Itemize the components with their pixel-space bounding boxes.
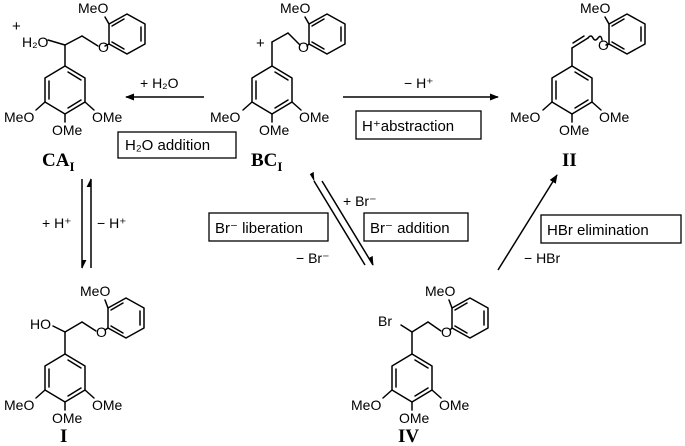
reagent-plus-proton: + H⁺: [42, 215, 72, 231]
bc-ether-oxygen: O: [298, 39, 309, 55]
label-h2o-addition: H₂O addition: [125, 137, 210, 154]
structure-i: [35, 297, 145, 411]
iv-ether-oxygen: O: [441, 324, 452, 340]
ii-methoxy-left: MeO: [510, 109, 540, 125]
compound-label-bc: BCI: [251, 150, 282, 174]
ca-methoxy-right: OMe: [92, 109, 123, 125]
iv-methoxy-para: OMe: [399, 410, 430, 426]
compound-ii: MeO O MeO OMe OMe II: [510, 0, 646, 171]
label-box-h2o-addition: [117, 131, 237, 159]
compound-iv: Br MeO O MeO OMe OMe IV: [351, 283, 489, 446]
label-box-h-abstraction: [355, 110, 482, 140]
compound-i: HO MeO O MeO OMe OMe I: [4, 283, 145, 446]
bc-methoxy-top: MeO: [280, 0, 310, 16]
ii-ether-oxygen: O: [598, 37, 609, 53]
arrow-bc-to-ca: + H₂O H₂O addition: [117, 75, 237, 159]
structure-iv: [382, 297, 489, 411]
structure-ca: [35, 13, 146, 123]
ca-cation-charge: +: [12, 18, 21, 35]
label-br-addition: Br⁻ addition: [370, 220, 450, 237]
compound-bc: + MeO O MeO OMe OMe BCI: [210, 0, 346, 174]
label-box-hbr-elimination: [540, 214, 682, 244]
compound-ca: H₂O + MeO O MeO OMe OMe CAI: [4, 0, 146, 174]
label-hbr-elimination: HBr elimination: [547, 222, 649, 239]
arrow-iv-to-ii: − HBr HBr elimination: [497, 174, 682, 271]
i-methoxy-left: MeO: [4, 397, 34, 413]
arrow-toward-bc: [309, 171, 366, 266]
i-methoxy-right: OMe: [92, 397, 123, 413]
compound-label-iv: IV: [398, 426, 419, 446]
compound-label-i: I: [60, 426, 67, 446]
compound-label-ii: II: [562, 150, 577, 171]
iv-bromo-group: Br: [378, 313, 392, 329]
bc-cation-charge: +: [256, 35, 265, 52]
structure-bc: [242, 13, 346, 123]
ii-methoxy-para: OMe: [559, 122, 590, 138]
label-br-liberation: Br⁻ liberation: [215, 220, 303, 237]
reagent-minus-bromide: − Br⁻: [296, 250, 329, 266]
equilibrium-ca-i: + H⁺ − H⁺: [42, 178, 127, 269]
arrow-line: [497, 174, 558, 271]
ca-ether-oxygen: O: [98, 39, 109, 55]
bc-methoxy-para: OMe: [259, 122, 290, 138]
reagent-minus-proton: − H⁺: [404, 75, 434, 91]
reagent-plus-bromide: + Br⁻: [343, 193, 376, 209]
i-methoxy-para: OMe: [52, 410, 83, 426]
ca-methoxy-left: MeO: [4, 109, 34, 125]
ii-methoxy-top: MeO: [580, 0, 610, 16]
ca-methoxy-para: OMe: [52, 122, 83, 138]
iv-methoxy-left: MeO: [351, 397, 381, 413]
i-ether-oxygen: O: [96, 324, 107, 340]
label-box-br-liberation: [208, 212, 329, 242]
equilibrium-bc-iv: + Br⁻ − Br⁻ Br⁻ liberation Br⁻ addition: [208, 171, 469, 266]
iv-methoxy-right: OMe: [439, 397, 470, 413]
compound-label-ca: CAI: [42, 150, 75, 174]
i-methoxy-top: MeO: [80, 283, 110, 299]
bc-methoxy-right: OMe: [299, 109, 330, 125]
label-h-abstraction: H⁺abstraction: [362, 118, 454, 135]
structure-ii: [542, 13, 646, 123]
ca-methoxy-top: MeO: [78, 0, 108, 16]
reagent-minus-hbr: − HBr: [524, 250, 561, 266]
bc-methoxy-left: MeO: [210, 109, 240, 125]
reagent-water: + H₂O: [140, 75, 179, 91]
reagent-minus-proton-vertical: − H⁺: [97, 215, 127, 231]
label-box-br-addition: [363, 212, 469, 242]
ca-oh2-group: H₂O: [22, 34, 49, 50]
i-hydroxyl-group: HO: [30, 316, 51, 332]
arrow-toward-iv: [321, 180, 374, 266]
ii-methoxy-right: OMe: [599, 109, 630, 125]
arrow-bc-to-ii: − H⁺ H⁺abstraction: [343, 75, 499, 140]
iv-methoxy-top: MeO: [425, 283, 455, 299]
